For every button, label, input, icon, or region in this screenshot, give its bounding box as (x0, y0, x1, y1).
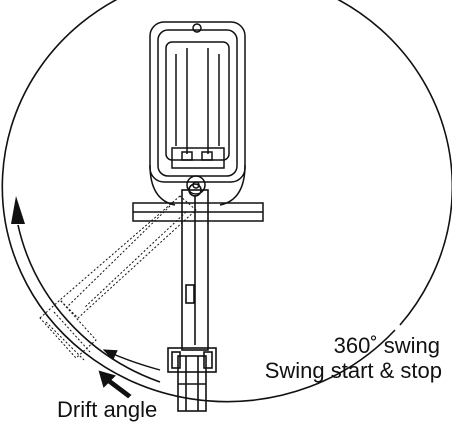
swing-range-label: 360˚ swing (334, 333, 440, 358)
swing-circle-right (399, 279, 431, 326)
swing-circle (1, 0, 452, 403)
swing-direction-arrow-icon (11, 196, 25, 224)
drift-direction-arrow-icon (98, 370, 132, 399)
boom-current (181, 183, 209, 351)
swing-start-stop-label: Swing start & stop (265, 358, 442, 383)
swing-start-arrow-icon (102, 349, 161, 371)
bucket-current (167, 347, 217, 412)
boom-swung-ghost (39, 195, 197, 361)
drift-angle-label: Drift angle (57, 397, 157, 422)
cab-top-view (149, 21, 246, 206)
swing-circle-upper (17, 224, 161, 383)
